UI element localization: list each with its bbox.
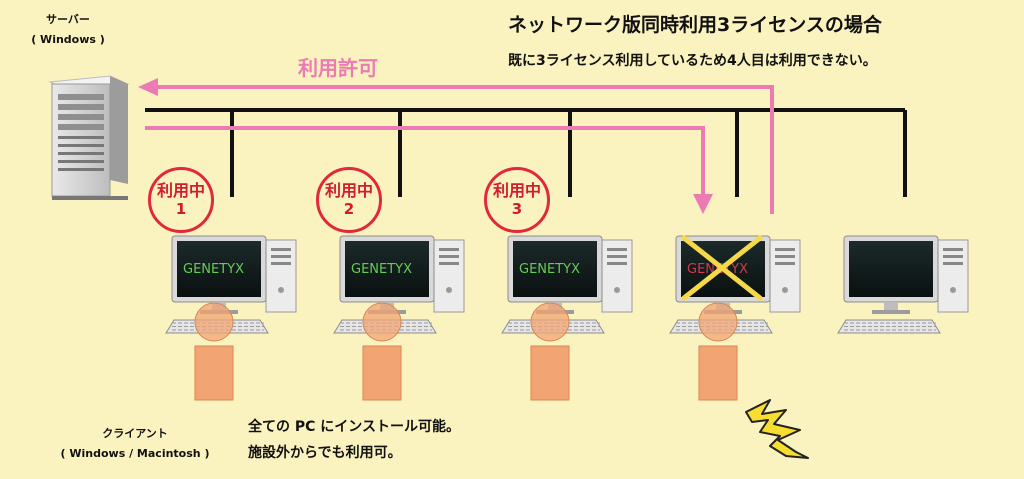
badge-label: 利用中 [156, 181, 205, 200]
in-use-badge-2: 利用中 2 [316, 167, 382, 233]
server-label-line1: サーバー [46, 13, 90, 26]
install-note-line2: 施設外からでも利用可。 [248, 445, 402, 461]
badge-label: 利用中 [492, 181, 541, 200]
install-note-line1: 全ての PC にインストール可能。 [248, 419, 461, 435]
diagram-subtitle: 既に3ライセンス利用しているため4人目は利用できない。 [508, 53, 877, 69]
screen-text-1: GENETYX [183, 262, 245, 277]
person-icon [362, 302, 402, 401]
screen-text-3: GENETYX [519, 262, 581, 277]
person-icon [194, 302, 234, 401]
request-arrow [145, 126, 713, 214]
client-computer-icon [501, 235, 633, 334]
badge-number: 1 [175, 200, 187, 218]
person-icon [530, 302, 570, 401]
in-use-badge-3: 利用中 3 [484, 167, 550, 233]
permission-arrow [138, 78, 774, 214]
badge-number: 2 [343, 200, 355, 218]
badge-label: 利用中 [324, 181, 373, 200]
server-label: サーバー ( Windows ) [28, 10, 108, 50]
diagram-title: ネットワーク版同時利用3ライセンスの場合 [508, 14, 882, 36]
screen-text-2: GENETYX [351, 262, 413, 277]
server-label-line2: ( Windows ) [31, 33, 105, 46]
badge-number: 3 [511, 200, 523, 218]
network-line [145, 108, 907, 197]
lightning-icon [745, 399, 809, 459]
client-computer-icon [165, 235, 297, 334]
client-label-line1: クライアント [102, 427, 168, 440]
person-icon [698, 302, 738, 401]
server-tower-icon [48, 75, 130, 200]
install-note: 全ての PC にインストール可能。 施設外からでも利用可。 [248, 414, 460, 466]
in-use-badge-1: 利用中 1 [148, 167, 214, 233]
client-computer-icon [837, 235, 969, 334]
client-computer-icon [333, 235, 465, 334]
screen-text-4: GENETYX [687, 262, 749, 277]
permission-label: 利用許可 [298, 56, 378, 80]
client-label: クライアント ( Windows / Macintosh ) [20, 424, 250, 464]
client-label-line2: ( Windows / Macintosh ) [60, 447, 210, 460]
